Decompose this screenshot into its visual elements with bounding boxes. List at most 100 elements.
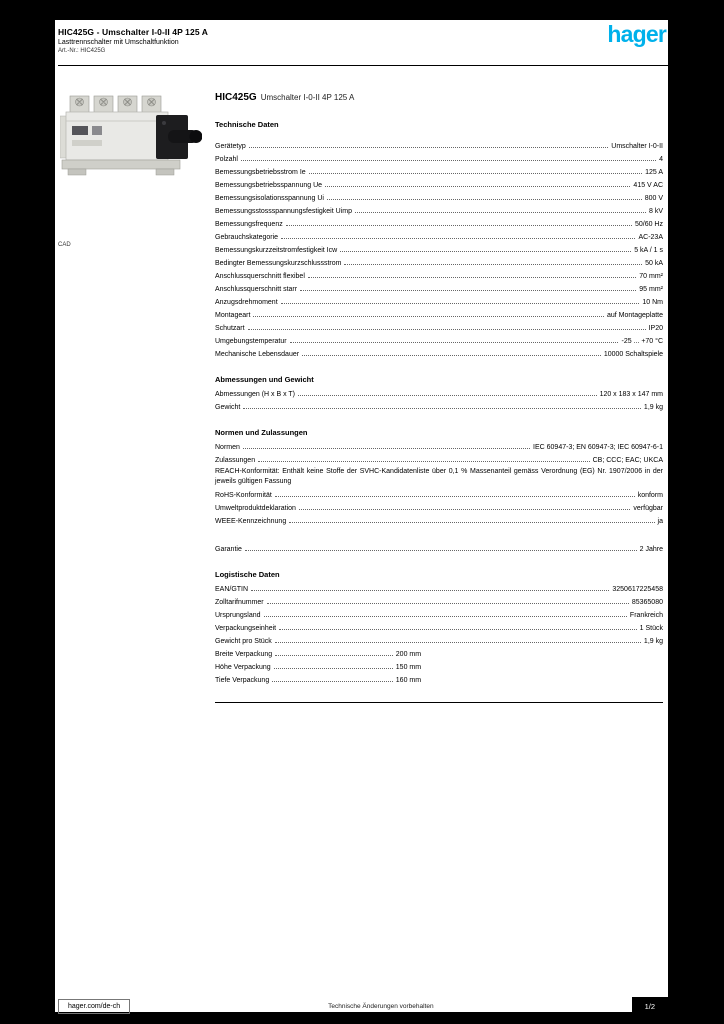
spec-row: Bemessungskurzzeitstromfestigkeit Icw 5 k… <box>215 243 663 256</box>
spec-value: AC-23A <box>638 234 663 241</box>
dotted-leader <box>340 243 632 252</box>
spec-label: RoHS-Konformität <box>215 492 272 499</box>
spec-value: verfügbar <box>633 505 663 512</box>
spec-value: CB; CCC; EAC; UKCA <box>592 457 663 464</box>
spec-label: Bemessungsbetriebsstrom Ie <box>215 169 306 176</box>
spec-value: auf Montageplatte <box>606 312 663 319</box>
spec-value: 125 A <box>645 169 663 176</box>
end-divider <box>215 702 663 703</box>
spec-value: 200 mm <box>395 651 422 658</box>
spec-label: Gewicht <box>215 404 241 411</box>
dotted-leader <box>326 191 642 200</box>
spec-value: konform <box>637 492 663 499</box>
page-footer: hager.com/de-ch Technische Änderungen vo… <box>58 996 668 1016</box>
footer-note: Technische Änderungen vorbehalten <box>328 1002 434 1010</box>
spec-value: 1,9 kg <box>643 404 663 411</box>
spec-value: IEC 60947-3; EN 60947-3; IEC 60947-6-1 <box>533 444 663 451</box>
hager-logo: hager <box>607 21 666 47</box>
spec-row: RoHS-Konformität konform <box>215 488 663 501</box>
spec-label: Verpackungseinheit <box>215 625 277 632</box>
spec-row: Zulassungen CB; CCC; EAC; UKCA <box>215 453 663 466</box>
dotted-leader <box>354 204 646 213</box>
spec-value: 1,9 kg <box>643 638 663 645</box>
spec-label: Bemessungskurzzeitstromfestigkeit Icw <box>215 247 338 254</box>
spec-row: Verpackungseinheit 1 Stück <box>215 621 663 634</box>
terminal-blocks <box>69 95 162 114</box>
dotted-leader <box>285 217 632 226</box>
spec-label: Garantie <box>215 546 242 553</box>
dotted-leader <box>263 608 627 617</box>
section-heading: Abmessungen und Gewicht <box>215 375 314 384</box>
spec-value: 95 mm² <box>639 286 663 293</box>
spec-label: Mechanische Lebensdauer <box>215 351 300 358</box>
dotted-leader <box>251 582 610 591</box>
dotted-leader <box>244 542 637 551</box>
spec-row: Umgebungstemperatur-25 ... +70 °C <box>215 334 663 347</box>
spec-label: Ursprungsland <box>215 612 261 619</box>
spec-label: Montageart <box>215 312 251 319</box>
spec-value: 415 V AC <box>633 182 663 189</box>
dotted-leader <box>266 595 629 604</box>
spec-value: 4 <box>659 156 663 163</box>
spec-label: Zulassungen <box>215 457 256 464</box>
spec-value: 50/60 Hz <box>634 221 663 228</box>
spec-label: Bemessungsbetriebsspannung Ue <box>215 182 323 189</box>
section-heading: Normen und Zulassungen <box>215 428 308 437</box>
dotted-leader <box>300 282 637 291</box>
product-title: HIC425G - Umschalter I-0-II 4P 125 A <box>58 27 209 37</box>
section-heading: Logistische Daten <box>215 570 280 579</box>
dotted-leader <box>275 647 393 656</box>
spec-value: 10000 Schaltspiele <box>603 351 663 358</box>
spec-label: EAN/GTIN <box>215 586 249 593</box>
product-reference: Art.-Nr.: HIC425G <box>58 48 106 54</box>
spec-row: Bemessungsbetriebsstrom Ie 125 A <box>215 165 663 178</box>
datasheet-page: HIC425G - Umschalter I-0-II 4P 125 A Las… <box>55 20 668 1016</box>
spec-label: Gebrauchskategorie <box>215 234 279 241</box>
spec-row: Mechanische Lebensdauer 10000 Schaltspiel… <box>215 347 663 360</box>
spec-label: Normen <box>215 444 240 451</box>
spec-value: 50 kA <box>645 260 663 267</box>
page-header: HIC425G - Umschalter I-0-II 4P 125 A Las… <box>58 27 665 54</box>
spec-value: 1 Stück <box>639 625 663 632</box>
dotted-leader <box>289 334 619 343</box>
spec-value: 120 x 183 x 147 mm <box>599 391 663 398</box>
dotted-leader <box>279 621 637 630</box>
main-heading-code: HIC425G <box>215 92 257 103</box>
page-number-badge: 1/2 <box>631 996 668 1016</box>
spec-label: Bemessungsstossspannungsfestigkeit Uimp <box>215 208 352 215</box>
spec-value: Frankreich <box>629 612 663 619</box>
dotted-leader <box>325 178 631 187</box>
spec-row: Abmessungen (H x B x T)120 x 183 x 147 m… <box>215 387 663 400</box>
spec-label: Tiefe Verpackung <box>215 677 270 684</box>
dotted-leader <box>308 165 643 174</box>
dotted-leader <box>253 308 604 317</box>
dotted-leader <box>344 256 643 265</box>
dotted-leader <box>281 230 636 239</box>
spec-value: 10 Nm <box>642 299 663 306</box>
spec-label: Gerätetyp <box>215 143 246 150</box>
spec-value: 2 Jahre <box>639 546 663 553</box>
spec-value: -25 ... +70 °C <box>621 338 663 345</box>
spec-value: 5 kA / 1 s <box>634 247 663 254</box>
website-link[interactable]: hager.com/de-ch <box>58 998 131 1014</box>
header-divider <box>58 65 668 66</box>
spec-value: ja <box>657 518 663 525</box>
spec-row: Ursprungsland Frankreich <box>215 608 663 621</box>
spec-row: Montageart auf Montageplatte <box>215 308 663 321</box>
dotted-leader <box>242 440 531 449</box>
spec-label: Anschlussquerschnitt flexibel <box>215 273 305 280</box>
spec-label: Umweltproduktdeklaration <box>215 505 296 512</box>
dotted-leader <box>258 453 590 462</box>
